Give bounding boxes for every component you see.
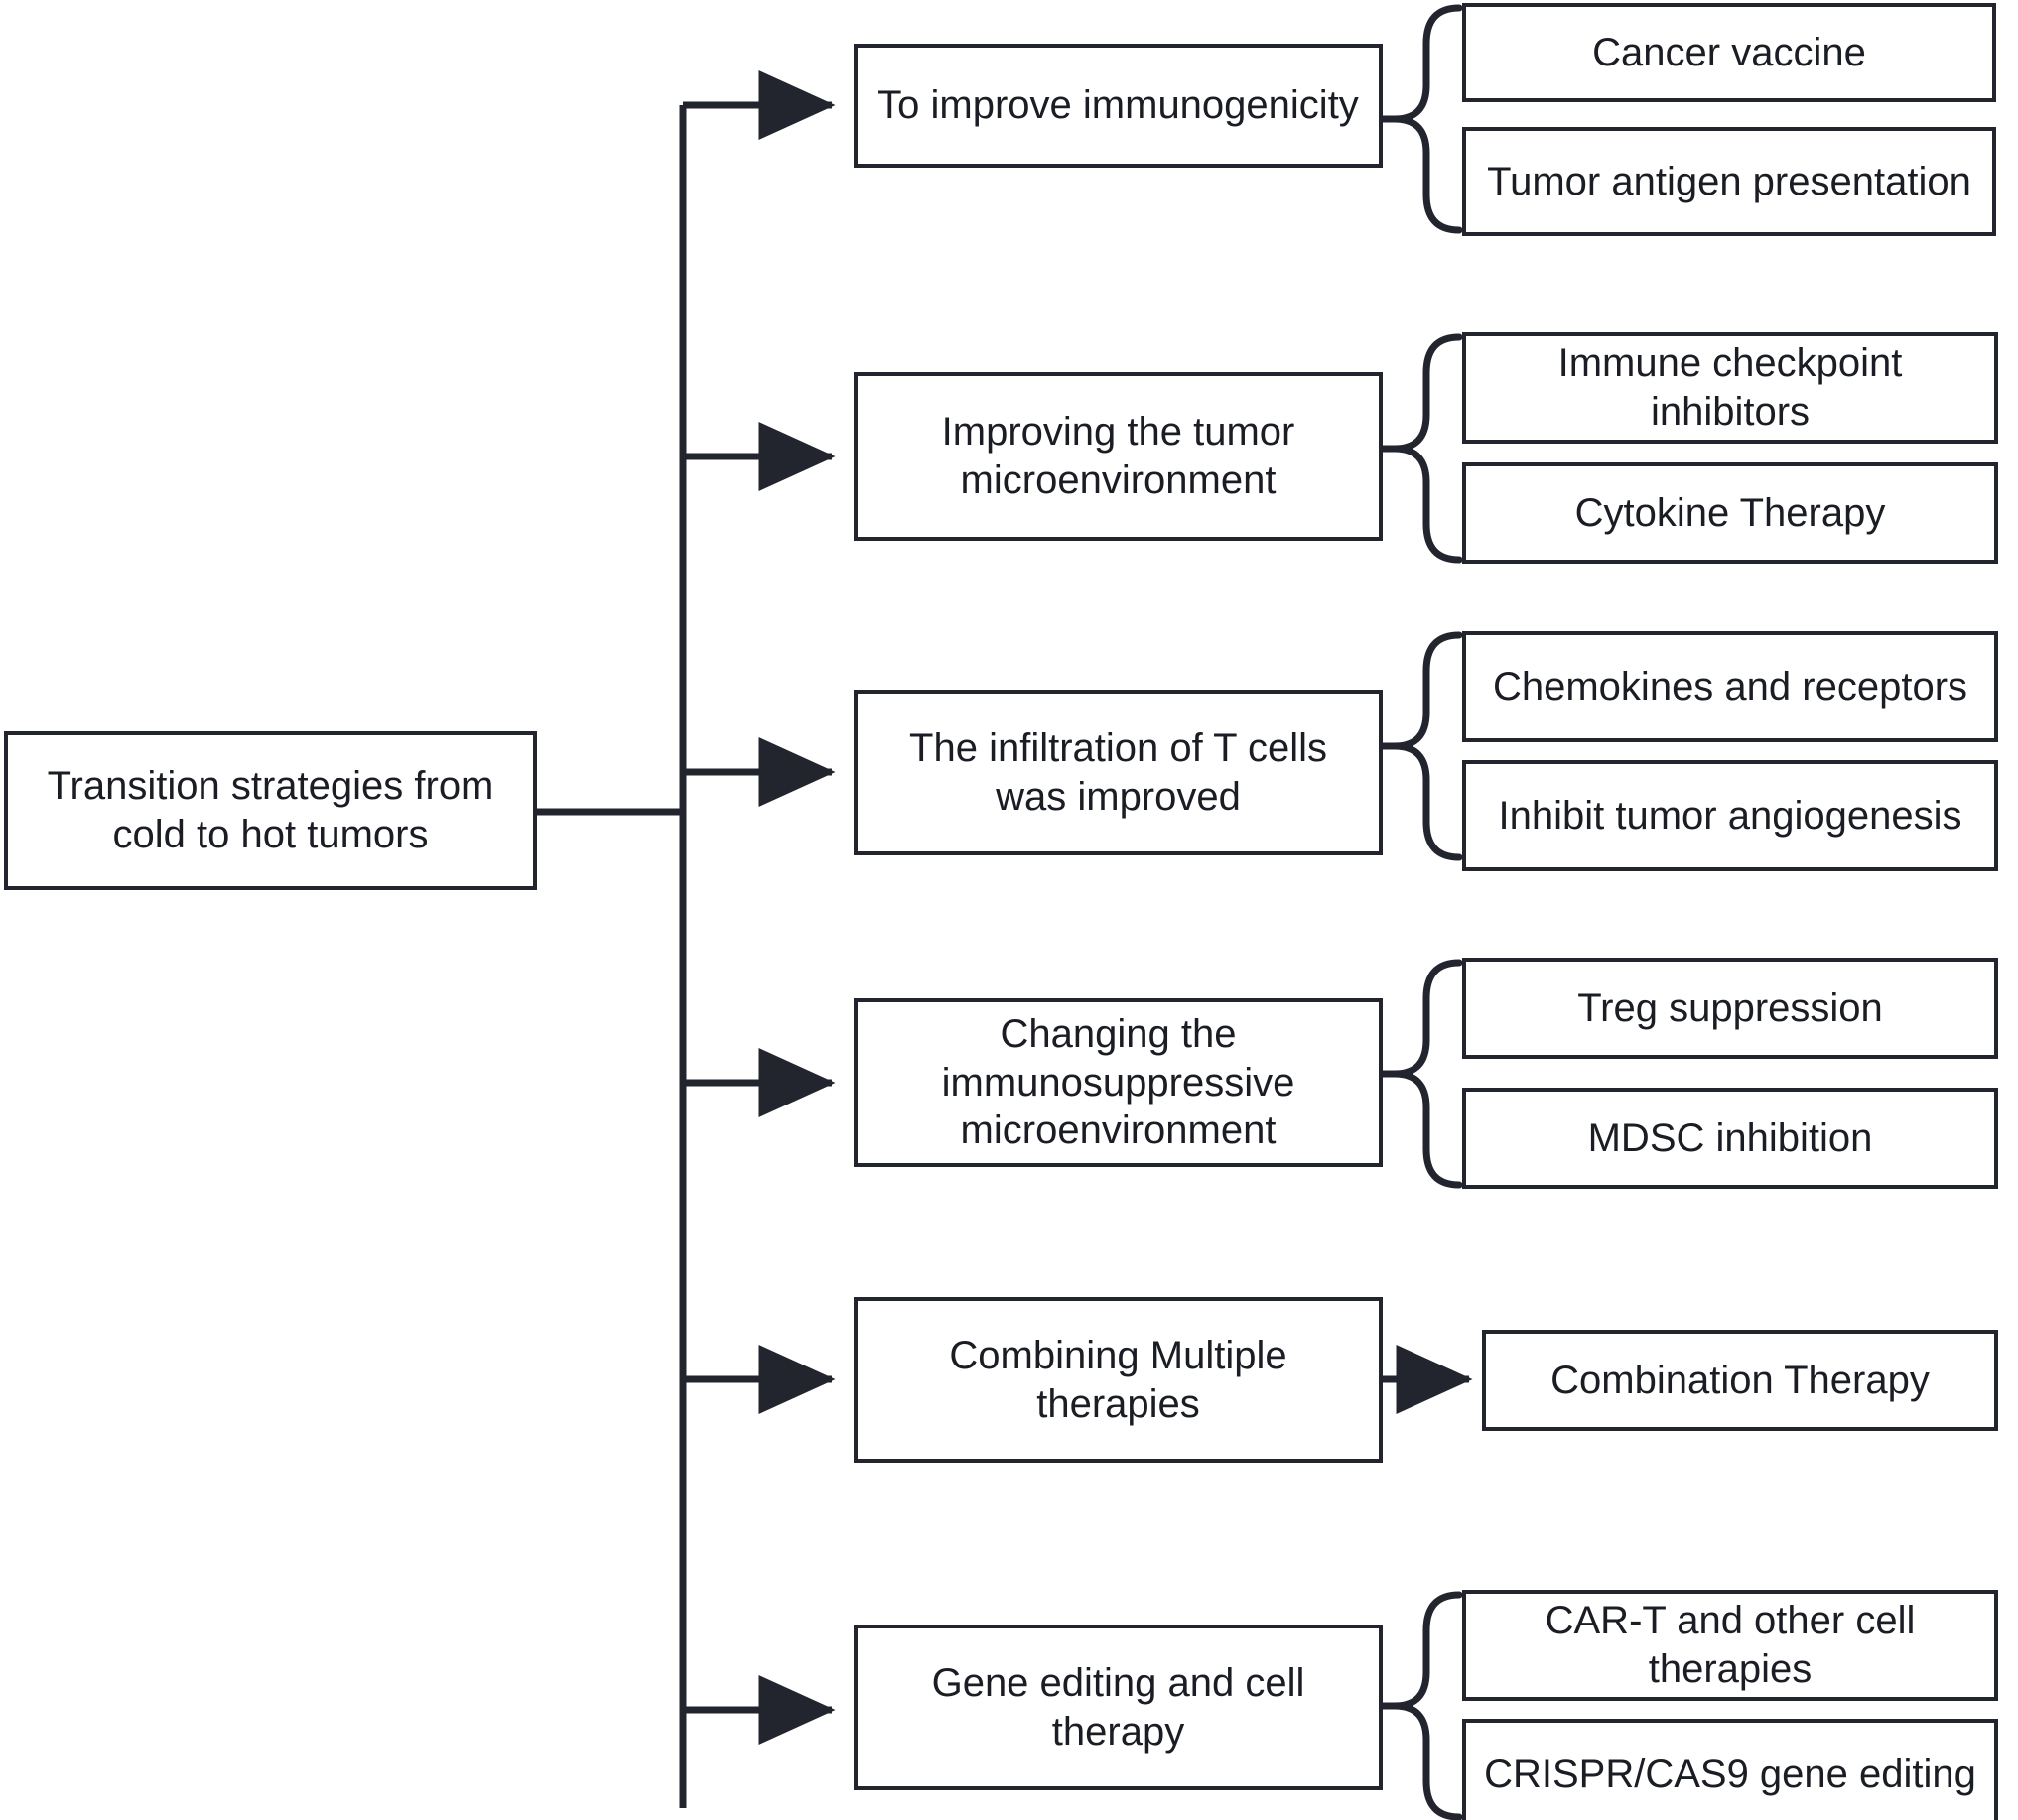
node-leaf-car-t-and-other-cell-therapies[interactable]: CAR-T and other cell therapies [1462, 1590, 1998, 1701]
node-leaf-6-1-label: CRISPR/CAS9 gene editing [1484, 1752, 1976, 1796]
node-leaf-mdsc-inhibition[interactable]: MDSC inhibition [1462, 1088, 1998, 1189]
node-leaf-tumor-antigen-presentation[interactable]: Tumor antigen presentation [1462, 127, 1996, 236]
node-branch-improve-immunogenicity[interactable]: To improve immunogenicity [854, 44, 1383, 168]
node-leaf-chemokines-and-receptors[interactable]: Chemokines and receptors [1462, 631, 1998, 742]
brace-group-6 [1379, 1591, 1463, 1820]
brace-group-1 [1379, 4, 1463, 234]
node-branch-changing-immunosuppressive-microenvironment[interactable]: Changing the immunosuppressive microenvi… [854, 998, 1383, 1167]
node-leaf-1-0-label: Cancer vaccine [1592, 30, 1866, 74]
node-branch-4-label: Changing the immunosuppressive microenvi… [941, 1011, 1295, 1153]
node-leaf-2-1-label: Cytokine Therapy [1574, 490, 1886, 535]
node-branch-combining-multiple-therapies[interactable]: Combining Multiple therapies [854, 1297, 1383, 1463]
node-leaf-cytokine-therapy[interactable]: Cytokine Therapy [1462, 462, 1998, 564]
brace-group-4 [1379, 959, 1463, 1189]
node-leaf-treg-suppression[interactable]: Treg suppression [1462, 958, 1998, 1059]
brace-group-3 [1379, 631, 1463, 861]
node-leaf-cancer-vaccine[interactable]: Cancer vaccine [1462, 3, 1996, 102]
node-branch-gene-editing-cell-therapy[interactable]: Gene editing and cell therapy [854, 1625, 1383, 1790]
node-leaf-immune-checkpoint-inhibitors[interactable]: Immune checkpoint inhibitors [1462, 332, 1998, 444]
brace-group-2 [1379, 333, 1463, 564]
node-branch-6-label: Gene editing and cell therapy [931, 1660, 1305, 1754]
node-branch-1-label: To improve immunogenicity [877, 83, 1359, 128]
node-leaf-5-0-label: Combination Therapy [1550, 1358, 1930, 1402]
node-branch-2-label: Improving the tumor microenvironment [941, 410, 1295, 502]
node-branch-3-label: The infiltration of T cells was improved [909, 725, 1327, 819]
node-leaf-crispr-cas9-gene-editing[interactable]: CRISPR/CAS9 gene editing [1462, 1719, 1998, 1820]
node-branch-infiltration-t-cells[interactable]: The infiltration of T cells was improved [854, 690, 1383, 855]
node-leaf-3-1-label: Inhibit tumor angiogenesis [1498, 793, 1962, 838]
node-leaf-1-1-label: Tumor antigen presentation [1487, 159, 1971, 203]
node-branch-improving-tumor-microenvironment[interactable]: Improving the tumor microenvironment [854, 372, 1383, 541]
node-leaf-4-1-label: MDSC inhibition [1587, 1115, 1873, 1160]
node-leaf-3-0-label: Chemokines and receptors [1492, 664, 1968, 709]
node-root-transition-strategies[interactable]: Transition strategies from cold to hot t… [4, 731, 537, 890]
node-leaf-inhibit-tumor-angiogenesis[interactable]: Inhibit tumor angiogenesis [1462, 760, 1998, 871]
node-leaf-4-0-label: Treg suppression [1577, 985, 1883, 1030]
node-branch-5-label: Combining Multiple therapies [949, 1333, 1287, 1426]
node-root-label: Transition strategies from cold to hot t… [47, 764, 494, 856]
node-leaf-2-0-label: Immune checkpoint inhibitors [1557, 341, 1903, 434]
node-leaf-6-0-label: CAR-T and other cell therapies [1545, 1599, 1916, 1691]
node-leaf-combination-therapy[interactable]: Combination Therapy [1482, 1330, 1998, 1431]
